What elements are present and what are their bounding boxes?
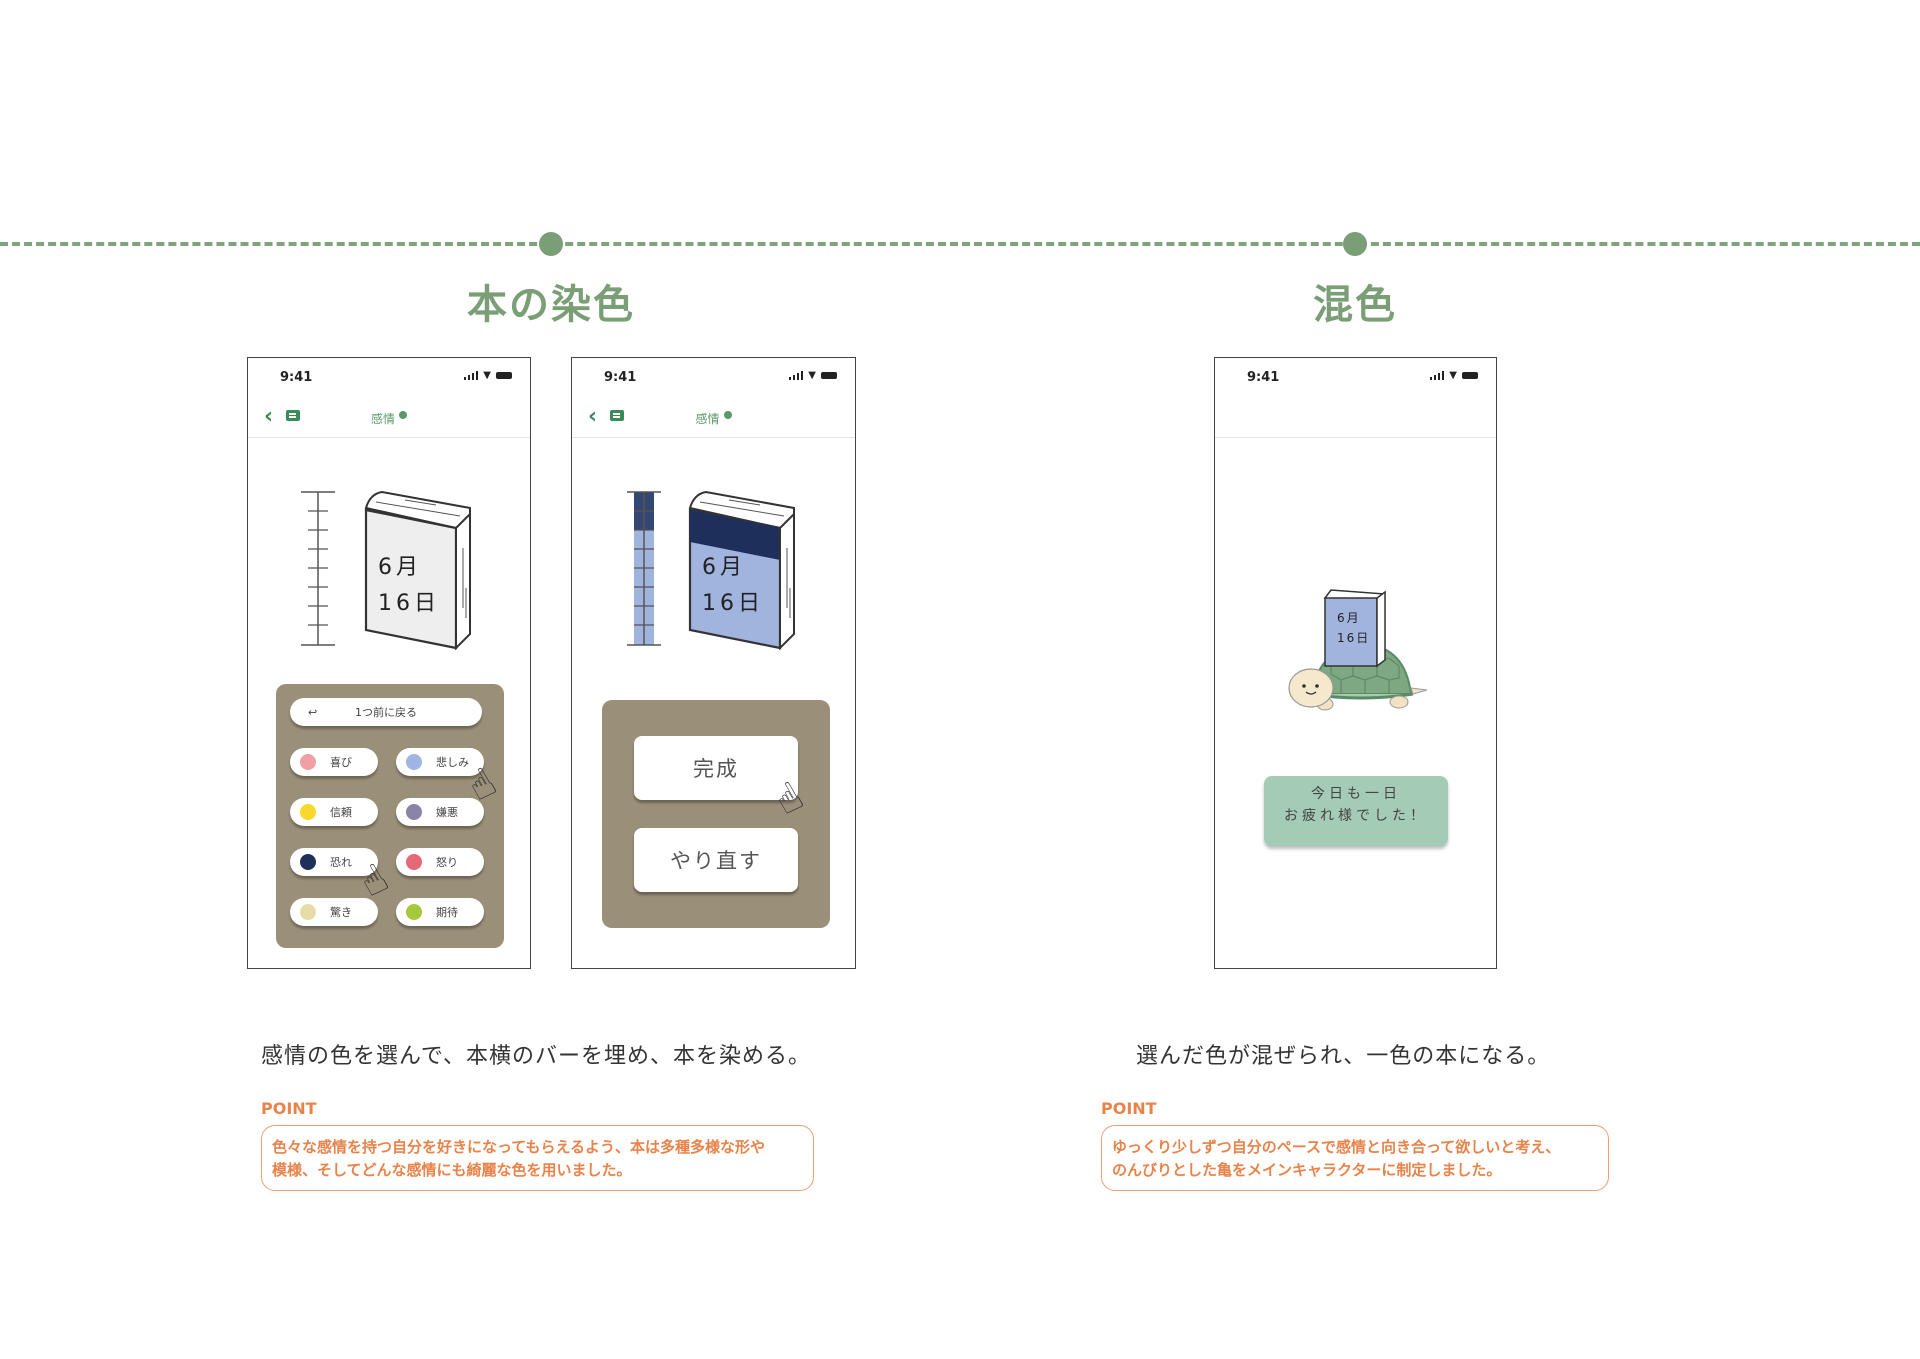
status-time: 9:41 [604, 370, 637, 385]
emotion-button[interactable]: 怒り [396, 848, 484, 876]
wifi-icon: ▼ [483, 370, 491, 381]
timeline-dot-1 [539, 232, 563, 256]
complete-button[interactable]: 完成 [634, 736, 798, 800]
chat-icon[interactable] [286, 410, 300, 421]
status-time: 9:41 [1247, 370, 1280, 385]
signal-icon [788, 371, 804, 380]
emotion-label: 恐れ [330, 856, 352, 869]
nav-divider [1215, 437, 1496, 438]
emotion-button[interactable]: 驚き [290, 898, 378, 926]
redo-button[interactable]: やり直す [634, 828, 798, 892]
nav-divider [248, 437, 530, 438]
color-swatch [300, 904, 316, 920]
nav-bar: ‹ 感情 [572, 402, 855, 436]
color-swatch [406, 854, 422, 870]
emotion-button[interactable]: 信頼 [290, 798, 378, 826]
emotion-label: 信頼 [330, 806, 352, 819]
book-illustration [364, 490, 471, 651]
info-icon[interactable] [399, 411, 407, 419]
emotion-palette-panel: ↩ 1つ前に戻る 喜び 悲しみ信頼 嫌悪恐れ 怒り驚き 期待 [276, 684, 504, 948]
emotion-gauge-filled [627, 491, 661, 646]
point-label: POINT [261, 1099, 317, 1118]
color-swatch [406, 904, 422, 920]
undo-arrow-icon: ↩ [308, 705, 318, 719]
battery-icon [821, 372, 837, 379]
battery-icon [496, 372, 512, 379]
emotion-label: 嫌悪 [436, 806, 458, 819]
emotion-button[interactable]: 期待 [396, 898, 484, 926]
status-icons: ▼ [463, 370, 512, 381]
emotion-label: 喜び [330, 756, 352, 769]
color-swatch [406, 804, 422, 820]
signal-icon [1429, 371, 1445, 380]
status-time: 9:41 [280, 370, 313, 385]
signal-icon [463, 371, 479, 380]
greeting-message: 今日も一日 お疲れ様でした！ [1264, 776, 1448, 846]
back-chevron-icon[interactable]: ‹ [588, 404, 598, 429]
emotion-label: 怒り [436, 856, 458, 869]
turtle-with-book-illustration [1288, 589, 1428, 711]
timeline-dot-2 [1343, 232, 1367, 256]
info-icon[interactable] [723, 411, 732, 419]
point-box-dyeing: 色々な感情を持つ自分を好きになってもらえるよう、本は多種多様な形や 模様、そして… [261, 1125, 814, 1191]
nav-bar: ‹ 感情 [248, 402, 530, 436]
book-illustration-dyed [688, 490, 795, 651]
wifi-icon: ▼ [808, 370, 816, 381]
emotion-button[interactable]: 悲しみ [396, 748, 484, 776]
emotion-label: 悲しみ [436, 756, 469, 769]
color-swatch [300, 754, 316, 770]
color-swatch [300, 804, 316, 820]
emotion-button[interactable]: 嫌悪 [396, 798, 484, 826]
color-swatch [300, 854, 316, 870]
back-chevron-icon[interactable]: ‹ [264, 404, 274, 429]
chat-icon[interactable] [610, 410, 624, 421]
section-title-dyeing: 本の染色 [467, 282, 635, 328]
emotion-gauge [301, 491, 335, 646]
wifi-icon: ▼ [1449, 370, 1457, 381]
status-icons: ▼ [788, 370, 837, 381]
emotion-button[interactable]: 恐れ [290, 848, 378, 876]
status-icons: ▼ [1429, 370, 1478, 381]
nav-title: 感情 [572, 410, 855, 427]
caption-mixing: 選んだ色が混ぜられ、一色の本になる。 [1136, 1044, 1551, 1069]
battery-icon [1462, 372, 1478, 379]
confirm-panel: 完成 やり直す [602, 700, 830, 928]
nav-title: 感情 [248, 410, 530, 427]
caption-dyeing: 感情の色を選んで、本横のバーを埋め、本を染める。 [261, 1044, 812, 1069]
nav-divider [572, 437, 855, 438]
emotion-label: 期待 [436, 906, 458, 919]
undo-button[interactable]: ↩ 1つ前に戻る [290, 698, 482, 726]
emotion-label: 驚き [330, 906, 352, 919]
color-swatch [406, 754, 422, 770]
point-label: POINT [1101, 1099, 1157, 1118]
timeline-dashed-line [0, 242, 1920, 246]
point-box-mixing: ゆっくり少しずつ自分のペースで感情と向き合って欲しいと考え、 のんびりとした亀を… [1101, 1125, 1609, 1191]
emotion-button[interactable]: 喜び [290, 748, 378, 776]
section-title-mixing: 混色 [1313, 282, 1397, 328]
